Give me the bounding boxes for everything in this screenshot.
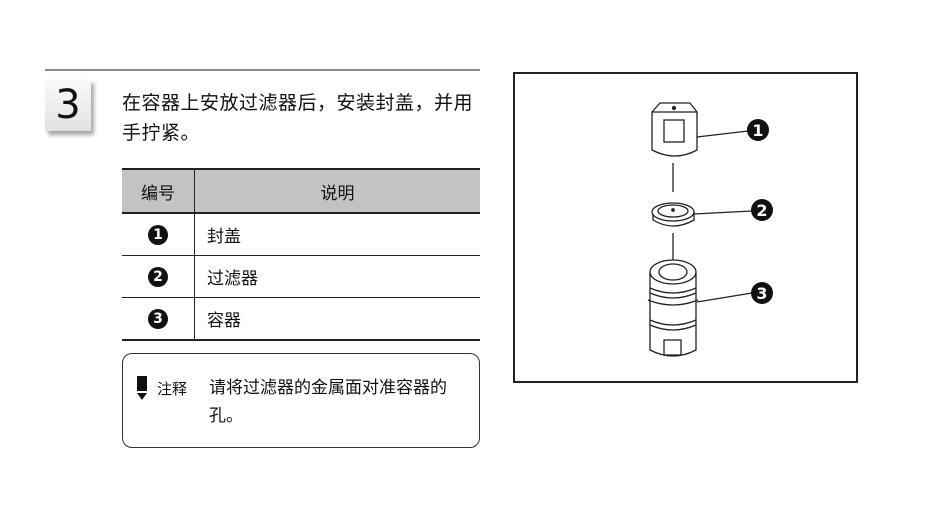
part-description: 封盖 [194, 213, 480, 256]
svg-text:3: 3 [756, 284, 767, 303]
callout-2: 2 [751, 199, 773, 221]
cap-part [651, 102, 698, 157]
svg-text:1: 1 [752, 121, 763, 140]
note-box: 注释 请将过滤器的金属面对准容器的孔。 [122, 353, 480, 448]
table-row: 1 封盖 [122, 213, 480, 256]
number-badge: 3 [148, 309, 168, 329]
header-description: 说明 [194, 168, 480, 214]
table-header-row: 编号 说明 [122, 168, 480, 214]
table-row: 3 容器 [122, 297, 480, 341]
note-icon [137, 376, 147, 400]
part-description: 容器 [194, 297, 480, 341]
number-badge: 1 [148, 225, 168, 245]
header-number: 编号 [122, 168, 195, 214]
svg-text:2: 2 [756, 201, 767, 220]
parts-table: 编号 说明 1 封盖 2 过滤器 3 容器 [122, 168, 480, 341]
filter-part [651, 202, 695, 227]
exploded-view-diagram: 1 2 3 [647, 102, 773, 357]
callout-3: 3 [751, 282, 773, 304]
part-description: 过滤器 [194, 255, 480, 298]
assembly-illustration: 1 2 3 [513, 72, 858, 383]
step-instruction: 在容器上安放过滤器后，安装封盖，并用手拧紧。 [122, 92, 474, 144]
container-part [647, 259, 699, 357]
note-label: 注释 [157, 380, 188, 398]
callout-1: 1 [747, 119, 769, 141]
section-divider [45, 69, 480, 71]
table-row: 2 过滤器 [122, 255, 480, 298]
note-text: 请将过滤器的金属面对准容器的孔。 [209, 378, 447, 426]
number-badge: 2 [148, 267, 168, 287]
step-number-badge: 3 [45, 79, 91, 131]
